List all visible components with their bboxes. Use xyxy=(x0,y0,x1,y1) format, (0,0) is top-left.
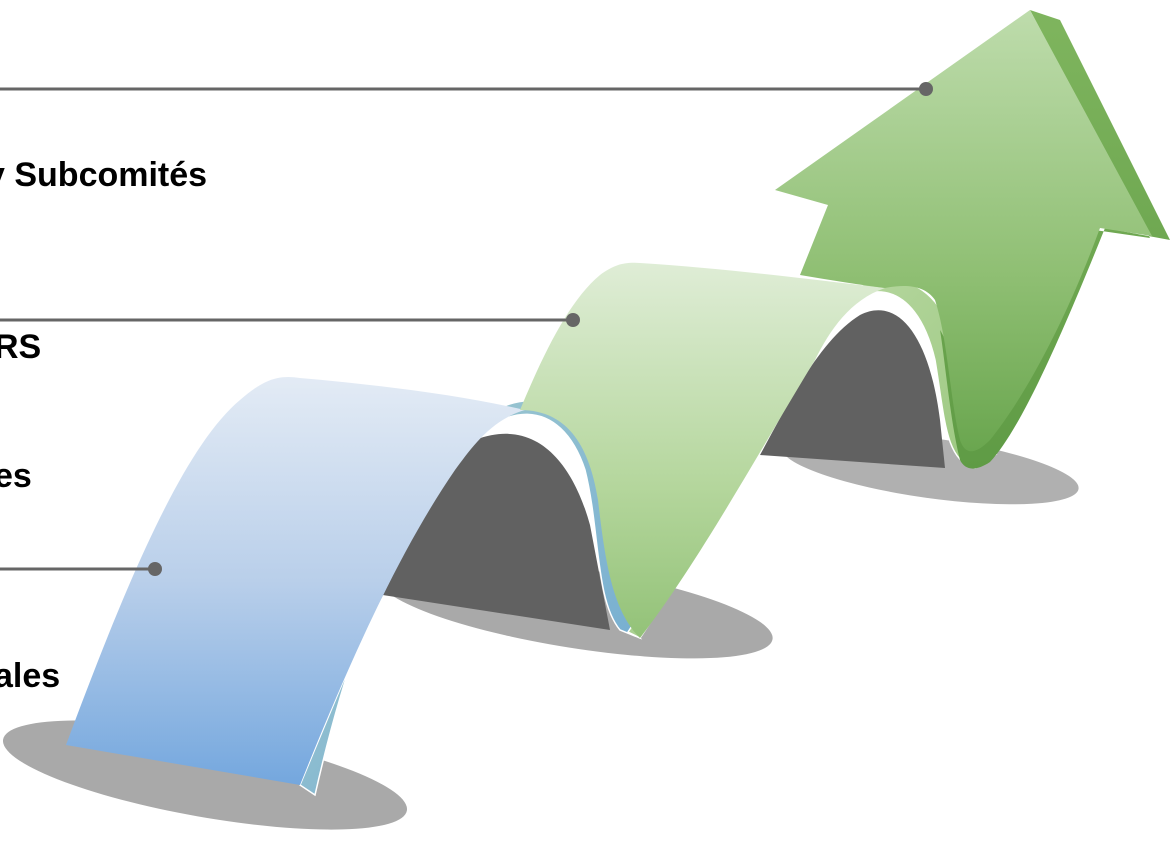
arch-shadow-1 xyxy=(350,433,610,630)
label-subcomites: y Subcomités xyxy=(0,156,208,194)
connector-dot-3 xyxy=(148,562,162,576)
label-rs: RS xyxy=(0,328,42,366)
blue-ribbon xyxy=(66,377,525,785)
label-es: es xyxy=(0,457,32,495)
connector-dot-2 xyxy=(566,313,580,327)
green-light-ribbon xyxy=(520,262,885,638)
arch-shadow-2 xyxy=(760,310,945,468)
green-arrow xyxy=(775,10,1152,452)
connector-dot-1 xyxy=(919,82,933,96)
label-ales: ales xyxy=(0,657,61,695)
